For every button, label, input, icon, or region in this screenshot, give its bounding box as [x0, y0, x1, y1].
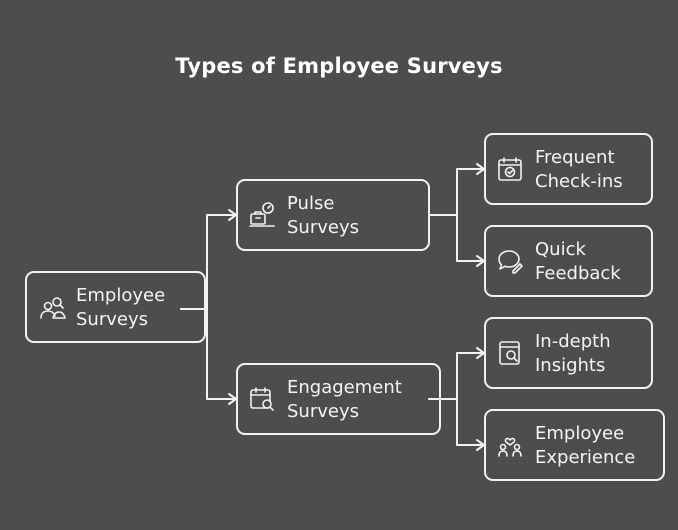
label-line: Quick [535, 239, 586, 260]
label-line: Surveys [76, 309, 148, 330]
label-line: Check-ins [535, 171, 623, 192]
label-line: Pulse [287, 193, 335, 214]
label-line: Surveys [287, 401, 359, 422]
diagram-title: Types of Employee Surveys [175, 54, 503, 78]
calendar-check-icon [496, 155, 524, 183]
label-line: Feedback [535, 263, 621, 284]
scale-gauge-icon [248, 201, 276, 229]
node-label: Engagement Surveys [287, 376, 402, 424]
label-line: Engagement [287, 377, 402, 398]
node-label: Pulse Surveys [287, 192, 359, 240]
label-line: Experience [535, 447, 636, 468]
connector-pulse-frequent [428, 168, 485, 216]
label-line: Employee [76, 285, 166, 306]
calendar-search-icon [248, 385, 276, 413]
node-employee-surveys: Employee Surveys [25, 271, 206, 343]
node-pulse-surveys: Pulse Surveys [236, 179, 430, 251]
node-label: Frequent Check-ins [535, 146, 623, 194]
label-line: Frequent [535, 147, 615, 168]
label-line: Employee [535, 423, 625, 444]
label-line: Surveys [287, 217, 359, 238]
node-frequent-check-ins: Frequent Check-ins [484, 133, 653, 205]
connector-engagement-experience [428, 398, 485, 446]
node-employee-experience: Employee Experience [484, 409, 665, 481]
people-heart-icon [496, 431, 524, 459]
node-label: Employee Experience [535, 422, 635, 470]
label-line: In-depth [535, 331, 611, 352]
node-engagement-surveys: Engagement Surveys [236, 363, 441, 435]
node-quick-feedback: Quick Feedback [484, 225, 653, 297]
document-search-icon [496, 339, 524, 367]
connector-root-engagement [180, 308, 237, 400]
node-label: Employee Surveys [76, 284, 165, 332]
node-label: Quick Feedback [535, 238, 621, 286]
node-in-depth-insights: In-depth Insights [484, 317, 653, 389]
people-search-icon [39, 294, 67, 322]
label-line: Insights [535, 355, 606, 376]
node-label: In-depth Insights [535, 330, 611, 378]
chat-pencil-icon [496, 247, 524, 275]
connector-pulse-quick [428, 214, 485, 262]
